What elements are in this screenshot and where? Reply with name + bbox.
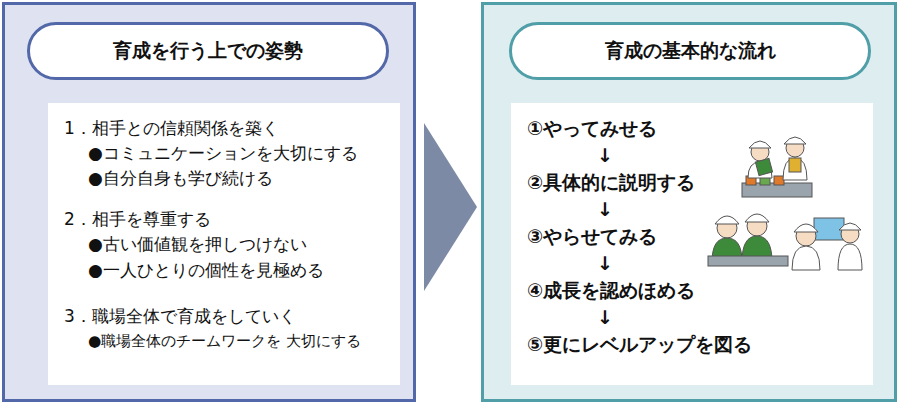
heading-pill: 育成の基本的な流れ (509, 22, 871, 80)
panel: 育成を行う上での姿勢1．相手との信頼関係を築く●コミュニケーションを大切にする●… (2, 2, 416, 402)
flow-arrow: ↓ (597, 142, 613, 168)
list-item: ●コミュニケーションを大切にする (88, 141, 358, 166)
flow-arrow: ↓ (597, 304, 613, 330)
content-box: 1．相手との信頼関係を築く●コミュニケーションを大切にする●自分自身も学び続ける… (48, 103, 400, 385)
flow-arrow: ↓ (597, 196, 613, 222)
list-item: ●職場全体のチームワークを 大切にする (88, 329, 403, 354)
list-item: ●自分自身も学び続ける (88, 166, 273, 191)
step-text: ③やらせてみる (527, 223, 657, 249)
content-box: ①やってみせる↓②具体的に説明する↓③やらせてみる↓④成長を認めほめる↓⑤更にレ… (511, 103, 873, 385)
chevron-arrow (424, 123, 477, 291)
list-item: 2．相手を尊重する (64, 207, 211, 232)
step-text: ①やってみせる (527, 115, 657, 141)
step-text: ⑤更にレベルアップを図る (527, 331, 752, 357)
step-text: ④成長を認めほめる (527, 277, 695, 303)
list-item: ●古い価値観を押しつけない (88, 232, 307, 257)
list-item: ●一人ひとりの個性を見極める (88, 258, 324, 283)
panel: 育成の基本的な流れ①やってみせる↓②具体的に説明する↓③やらせてみる↓④成長を認… (481, 2, 897, 402)
list-item: 1．相手との信頼関係を築く (64, 116, 279, 141)
flow-arrow: ↓ (597, 250, 613, 276)
list-item: 3．職場全体で育成をしていく (64, 304, 296, 329)
heading-pill: 育成を行う上での姿勢 (27, 22, 389, 80)
step-text: ②具体的に説明する (527, 169, 695, 195)
